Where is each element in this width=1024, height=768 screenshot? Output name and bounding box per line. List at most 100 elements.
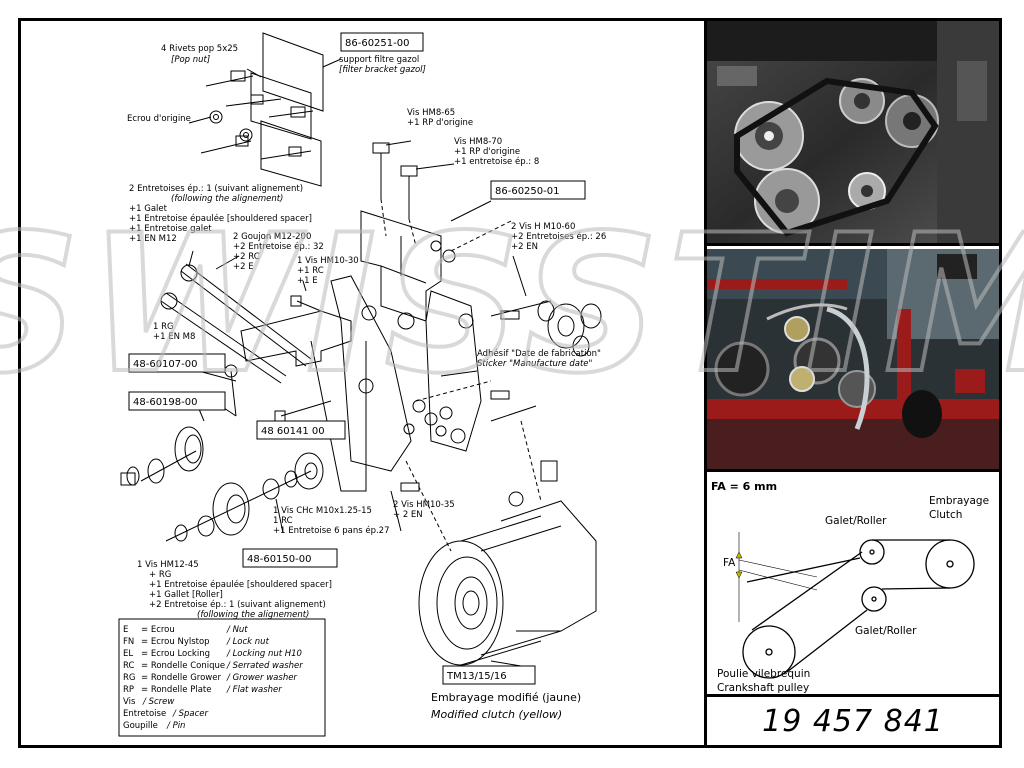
label-filter-bracket-en: [filter bracket gazol] [339, 65, 426, 75]
label-filter-bracket-fr: support filtre gazol [339, 55, 419, 65]
engine-bay-photo [707, 249, 999, 472]
clutch-pulley [925, 539, 975, 589]
legend-abbr: Vis [123, 697, 136, 707]
legend-en: / Pin [166, 721, 185, 731]
label-vis-hm8-65-b: +1 RP d'origine [407, 118, 473, 128]
label-entretoises-1-en: (following the alignement) [171, 194, 283, 204]
legend-abbr: RG [123, 673, 136, 683]
code-box-48-60150 [242, 548, 338, 568]
label-vis-hm12-45-d: +1 Gallet [Roller] [149, 590, 223, 600]
legend-en: / Locking nut H10 [226, 649, 302, 659]
label-rivets: 4 Rivets pop 5x25 [161, 44, 238, 54]
label-adhesif: Adhésif "Date de fabrication" [477, 348, 601, 359]
roller-bottom [861, 586, 887, 612]
label-vis-hm10-35-b: + 2 EN [393, 510, 423, 520]
legend-abbr: E [123, 625, 128, 635]
label-vis-hm12-45-f: (following the alignement) [197, 610, 309, 620]
label-code-48-60141: 48 60141 00 [261, 426, 325, 437]
part-number: 19 457 841 [762, 703, 944, 739]
legend-fr: = Rondelle Conique [141, 661, 225, 671]
legend-fr: = Ecrou Nylstop [141, 637, 210, 647]
label-vis-hm10-35: 2 Vis HM10-35 [393, 500, 455, 510]
label-entretoises-1: 2 Entretoises ép.: 1 (suivant alignement… [129, 183, 303, 194]
label-goujon-d: +2 E [233, 262, 254, 272]
label-code-48-60107: 48-60107-00 [133, 359, 197, 370]
code-box-tm [442, 665, 536, 685]
belt-roller-top: Galet/Roller [825, 515, 887, 527]
legend-fr: = Rondelle Plate [141, 685, 211, 695]
label-vis-hm12-45-b: + RG [149, 570, 171, 580]
label-entretoise-epaulee: +1 Entretoise épaulée [shouldered spacer… [129, 213, 312, 224]
right-column: FA = 6 mm [707, 21, 999, 745]
label-vis-hm10-30-c: +1 E [297, 276, 318, 286]
roller-top [859, 539, 885, 565]
tensioner-arm [240, 310, 352, 367]
label-vis-hm10-30: 1 Vis HM10-30 [297, 256, 359, 266]
exploded-assembly-diagram: 4 Rivets pop 5x25 [Pop nut] 86-60251-00 … [21, 21, 707, 745]
label-goujon-c: +2 RC [233, 252, 260, 262]
label-entretoise-galet: +1 Entretoise galet [129, 224, 212, 234]
belt-clutch: Clutch [929, 509, 962, 521]
label-sticker: Sticker "Manufacture date" [477, 359, 593, 369]
legend-box [118, 618, 326, 737]
label-vis-hm12-45-c: +1 Entretoise épaulée [shouldered spacer… [149, 579, 332, 590]
support-plate-left [330, 275, 412, 472]
label-vis-hm10-30-b: +1 RC [297, 266, 324, 276]
label-code-48-60198: 48-60198-00 [133, 397, 197, 408]
label-vis-hm8-70: Vis HM8-70 [454, 137, 502, 147]
legend-abbr: Goupille [123, 721, 158, 731]
legend-abbr: RP [123, 685, 134, 695]
belt-poulie: Poulie vilebrequin [717, 668, 810, 680]
legend-fr: = Rondelle Grower [141, 673, 221, 683]
label-vis-chc: 1 Vis CHc M10x1.25-15 [273, 506, 372, 516]
label-vis-hm8-65: Vis HM8-65 [407, 108, 455, 118]
legend-abbr: Entretoise [123, 709, 166, 719]
code-box-filter-bracket [340, 32, 424, 52]
label-goujon-b: +2 Entretoise ép.: 32 [233, 241, 324, 252]
modified-clutch-compressor [418, 460, 597, 666]
label-code-48-60150: 48-60150-00 [247, 554, 311, 565]
crankshaft-pulley [742, 625, 796, 679]
legend-fr: = Ecrou [141, 625, 175, 635]
label-vis-h-m10-60: 2 Vis H M10-60 [511, 222, 575, 232]
belt-embrayage: Embrayage [929, 495, 989, 507]
code-box-48-60198 [128, 391, 226, 411]
label-vis-hm8-70-c: +1 entretoise ép.: 8 [454, 156, 539, 167]
code-box-48-60141 [256, 420, 346, 440]
belt-fa-label: FA = 6 mm [711, 480, 777, 493]
label-en-m8: +1 EN M8 [153, 332, 195, 342]
belt-crankshaft: Crankshaft pulley [717, 682, 809, 694]
legend-en: / Screw [142, 697, 174, 707]
label-ecrou-origine: Ecrou d'origine [127, 114, 191, 124]
support-plate-right [425, 290, 482, 452]
label-filter-bracket-code: 86-60251-00 [345, 38, 409, 49]
legend-en: / Lock nut [226, 637, 270, 647]
label-vis-chc-c: +1 Entretoise 6 pans ép.27 [273, 525, 390, 536]
code-box-bracket [490, 180, 586, 200]
legend-fr: = Ecrou Locking [141, 649, 210, 659]
label-rg: 1 RG [153, 322, 174, 332]
filter-bracket-plate-bottom [260, 120, 322, 187]
label-vis-hm12-45: 1 Vis HM12-45 [137, 560, 199, 570]
belt-routing-diagram: FA = 6 mm [707, 472, 999, 697]
belt-roller-bottom: Galet/Roller [855, 625, 917, 637]
label-vis-h-m10-60-c: +2 EN [511, 242, 538, 252]
assembly-drawing: 4 Rivets pop 5x25 [Pop nut] 86-60251-00 … [118, 32, 606, 737]
legend-en: / Serrated washer [226, 661, 303, 671]
legend-abbr: RC [123, 661, 134, 671]
screw-icon [372, 142, 418, 219]
part-number-box: 19 457 841 [707, 697, 999, 745]
label-bracket-code: 86-60250-01 [495, 186, 559, 197]
idler-assembly-icon [490, 300, 602, 422]
label-vis-h-m10-60-b: +2 Entretoises ép.: 26 [511, 231, 606, 242]
engine-belt-photo [707, 21, 999, 246]
stud-icon [160, 263, 312, 384]
belt-fa-short: FA [723, 557, 736, 569]
legend-abbr: EL [123, 649, 133, 659]
filter-bracket-plate-top [262, 32, 324, 112]
label-embrayage-en: Modified clutch (yellow) [431, 708, 562, 721]
label-rivets-en: [Pop nut] [171, 55, 210, 65]
legend-en: / Flat washer [226, 685, 282, 695]
label-goujon: 2 Goujon M12-200 [233, 232, 311, 242]
legend-en: / Spacer [172, 709, 208, 719]
